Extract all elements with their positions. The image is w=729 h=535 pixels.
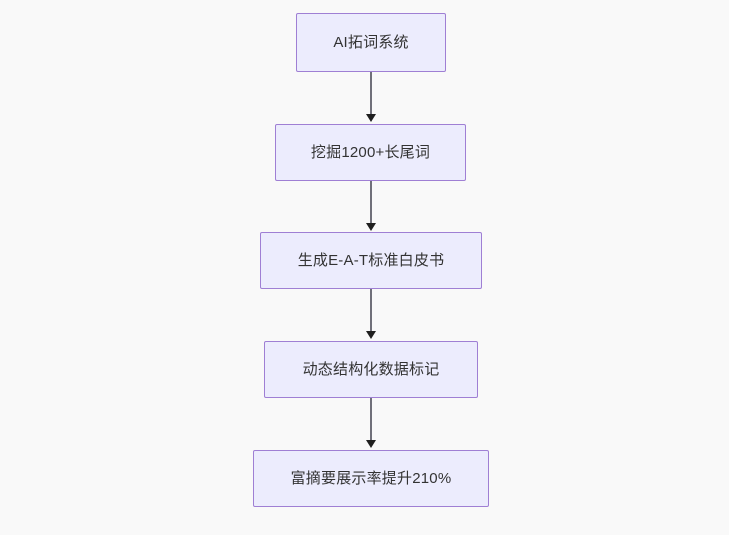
flowchart-arrowhead-n4-n5 <box>366 440 376 448</box>
flowchart-edge-n1-n2 <box>370 72 372 116</box>
flowchart-node-label: 挖掘1200+长尾词 <box>310 143 431 161</box>
flowchart-edge-n2-n3 <box>370 181 372 225</box>
flowchart-node-n5[interactable]: 富摘要展示率提升210% <box>253 450 489 507</box>
flowchart-node-label: 富摘要展示率提升210% <box>290 469 452 487</box>
flowchart-arrowhead-n2-n3 <box>366 223 376 231</box>
flowchart-arrowhead-n1-n2 <box>366 114 376 122</box>
flowchart-edge-n3-n4 <box>370 289 372 333</box>
flowchart-node-n1[interactable]: AI拓词系统 <box>296 13 446 72</box>
flowchart-arrowhead-n3-n4 <box>366 331 376 339</box>
flowchart-node-n3[interactable]: 生成E-A-T标准白皮书 <box>260 232 482 289</box>
flowchart-node-n4[interactable]: 动态结构化数据标记 <box>264 341 478 398</box>
flowchart-node-n2[interactable]: 挖掘1200+长尾词 <box>275 124 466 181</box>
flowchart-node-label: 动态结构化数据标记 <box>302 360 440 378</box>
flowchart-edge-n4-n5 <box>370 398 372 442</box>
flowchart-node-label: AI拓词系统 <box>333 33 409 51</box>
flowchart-node-label: 生成E-A-T标准白皮书 <box>297 251 445 269</box>
